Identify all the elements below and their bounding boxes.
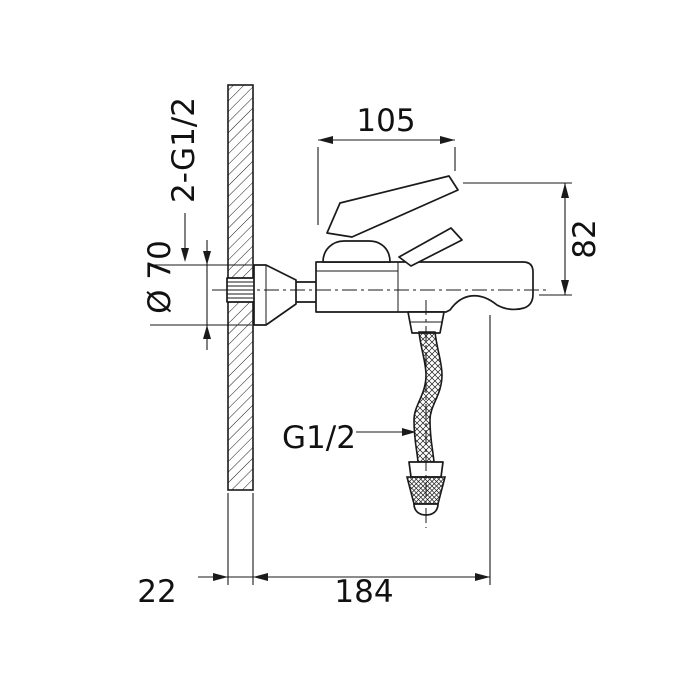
flange-cone <box>253 264 297 326</box>
arrowhead-bottom <box>561 280 569 295</box>
callout-g12: G1/2 <box>282 420 416 456</box>
dimension-184: 184 <box>253 315 491 610</box>
callout-2-g12-label: 2-G1/2 <box>166 97 202 203</box>
dimension-70-label: Ø 70 <box>142 240 178 314</box>
dimension-105-label: 105 <box>356 103 415 139</box>
escutcheon-flange <box>253 264 316 326</box>
dimension-105: 105 <box>317 103 456 225</box>
arrowhead-down <box>181 248 189 262</box>
callout-g12-label: G1/2 <box>282 420 356 456</box>
hose-braid <box>413 331 443 463</box>
dimension-22-label: 22 <box>137 574 176 610</box>
flange-pipe <box>296 281 316 303</box>
arrowhead-right <box>475 573 490 581</box>
dimension-184-label: 184 <box>334 574 393 610</box>
dimension-22: 22 <box>137 493 254 610</box>
dimension-82: 82 <box>463 182 603 296</box>
handle-lever <box>326 175 459 238</box>
shower-hose <box>413 331 443 463</box>
body-spout-outline <box>315 261 534 313</box>
arrowhead-left <box>253 573 268 581</box>
arrowhead-top <box>561 183 569 198</box>
handle-lever-rear <box>398 227 463 267</box>
arrowhead-left <box>318 136 333 144</box>
arrowhead-bottom <box>203 325 211 339</box>
dimension-82-label: 82 <box>567 219 603 258</box>
mixer-cartridge-dome <box>322 240 391 263</box>
arrowhead-right <box>402 428 416 436</box>
arrowhead-top <box>203 251 211 265</box>
arrowhead-right <box>440 136 455 144</box>
faucet-body <box>315 175 534 313</box>
callout-2-g12: 2-G1/2 <box>166 97 202 262</box>
dimension-70: Ø 70 <box>142 240 252 350</box>
arrowhead-left <box>213 573 228 581</box>
